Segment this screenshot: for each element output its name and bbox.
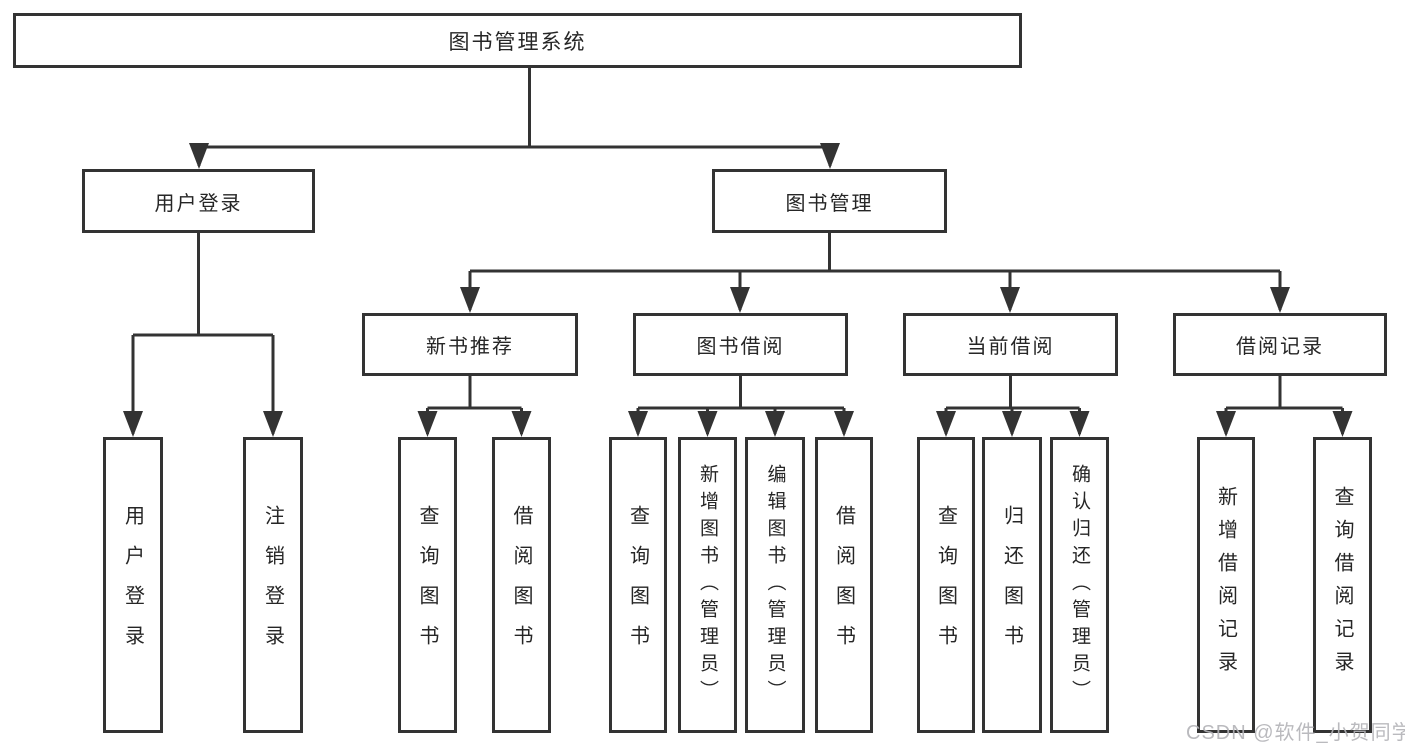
node-leaf-rec-borrow-books: 借阅图书 xyxy=(492,437,551,733)
node-leaf-add-books-admin: 新增图书（管理员） xyxy=(678,437,737,733)
node-leaf-edit-books-admin: 编辑图书（管理员） xyxy=(745,437,805,733)
node-book-borrow: 图书借阅 xyxy=(633,313,848,376)
node-user-login: 用户登录 xyxy=(82,169,315,233)
node-leaf-borrow-query-books: 查询图书 xyxy=(609,437,667,733)
node-leaf-borrow-books: 借阅图书 xyxy=(815,437,873,733)
node-new-book-rec: 新书推荐 xyxy=(362,313,578,376)
node-leaf-logout: 注销登录 xyxy=(243,437,303,733)
node-leaf-add-borrow-record: 新增借阅记录 xyxy=(1197,437,1255,733)
node-leaf-rec-query-books: 查询图书 xyxy=(398,437,457,733)
csdn-watermark: CSDN @软件_小贺同学 xyxy=(1186,722,1405,744)
node-root: 图书管理系统 xyxy=(13,13,1022,68)
node-borrow-records: 借阅记录 xyxy=(1173,313,1387,376)
node-leaf-confirm-return-admin: 确认归还（管理员） xyxy=(1050,437,1109,733)
node-leaf-return-books: 归还图书 xyxy=(982,437,1042,733)
node-leaf-query-borrow-record: 查询借阅记录 xyxy=(1313,437,1372,733)
node-leaf-user-login: 用户登录 xyxy=(103,437,163,733)
node-book-mgmt: 图书管理 xyxy=(712,169,947,233)
arrowhead-icons xyxy=(123,143,1353,437)
node-leaf-current-query-books: 查询图书 xyxy=(917,437,975,733)
node-current-borrow: 当前借阅 xyxy=(903,313,1118,376)
